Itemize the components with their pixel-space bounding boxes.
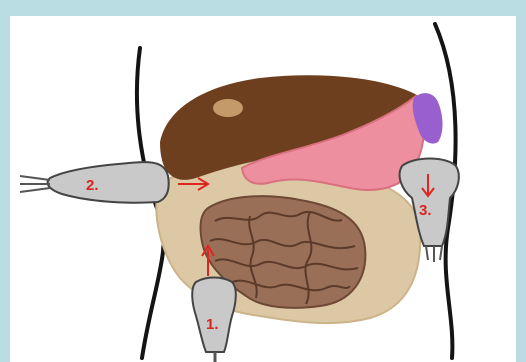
probe-1-label: 1. — [206, 316, 219, 333]
ultrasound-probe-icon — [192, 278, 236, 353]
probe-2-label: 2. — [86, 177, 99, 194]
abdominal-ultrasound-diagram: 1. 2. 3. — [10, 16, 516, 362]
liver-lesion — [213, 99, 243, 117]
probe-3-label: 3. — [419, 202, 432, 219]
ultrasound-probe-icon — [48, 162, 169, 203]
diagram-panel: 1. 2. 3. — [10, 16, 516, 362]
